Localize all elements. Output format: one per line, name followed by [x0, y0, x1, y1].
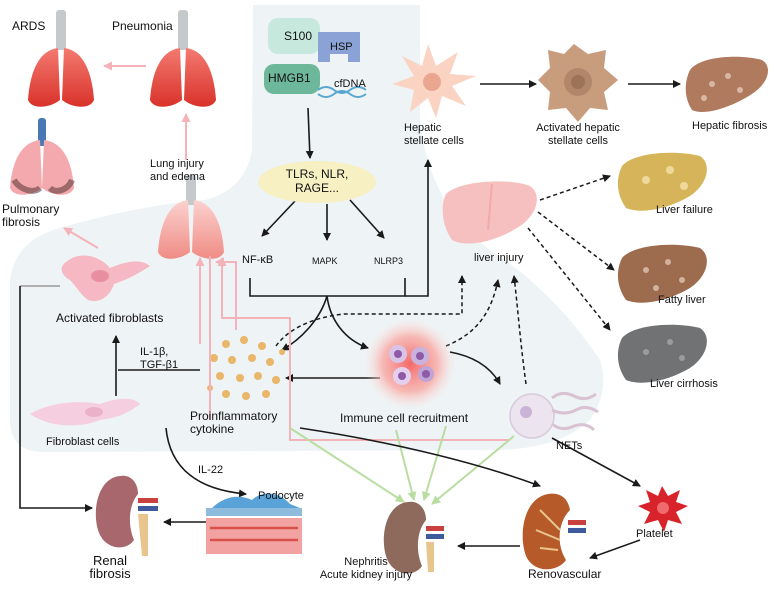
il22-label: IL-22 [198, 464, 224, 476]
fibroblast-cell-icon [30, 398, 140, 426]
pneumonia-label: Pneumonia [112, 19, 173, 33]
renal-fibrosis-kidney-icon [95, 475, 158, 556]
activated-fibroblasts-label: Activated fibroblasts [56, 311, 164, 325]
pulmonary-fibrosis-label: Pulmonary fibrosis [2, 202, 60, 229]
background-panel [10, 5, 604, 452]
il1b-tgfb1-label: IL-1β, TGF-β1 [140, 346, 179, 371]
pulmonary-fibrosis-lungs-icon [10, 118, 75, 195]
hmgb1-label: HMGB1 [268, 71, 311, 85]
arrow-immune-to-liver-injury [445, 279, 501, 347]
activated-hepatic-stellate-cell-icon [538, 44, 618, 122]
liver-cirrhosis-icon [617, 324, 707, 383]
liver-injury-label: liver injury [474, 252, 524, 264]
podocyte-icon [206, 493, 302, 554]
arrow-fibroblast-to-renal-fibrosis [19, 286, 93, 512]
arrow-to-fatty-liver [537, 211, 615, 271]
arrow-nets-to-platelet [551, 437, 641, 487]
fatty-liver-icon [617, 244, 707, 303]
arrow-platelet-to-renovascular [589, 539, 641, 560]
arrow-cytokine-to-liver-injury [275, 275, 466, 347]
arrow-nets-to-liver-injury [510, 275, 527, 385]
arrow-to-nlrp3 [349, 199, 385, 239]
s100-label: S100 [284, 29, 313, 43]
platelet-icon [638, 486, 688, 532]
arrow-nets-to-lung [217, 257, 510, 441]
receptors-pill: TLRs, NLR, RAGE... [258, 161, 376, 203]
pneumonia-lungs-icon [150, 10, 216, 107]
arrow-cytokine-to-nephritis [289, 427, 405, 503]
hsp-label: HSP [330, 41, 353, 53]
renal-fibrosis-label: Renal fibrosis [89, 553, 131, 581]
arrow-nets-to-nephritis [431, 435, 515, 505]
central-liver-icon [442, 181, 537, 244]
lung-injury-lungs-icon [158, 175, 224, 259]
renovascular-kidney-icon [522, 493, 586, 570]
arrow-immune-to-nephritis-2 [421, 425, 447, 501]
ards-lungs-icon [28, 10, 94, 107]
fatty-liver-label: Fatty liver [658, 294, 706, 306]
nets-icon [509, 391, 599, 439]
activated-fibroblast-icon [61, 255, 150, 302]
activated-hepatic-stellate-label: Activated hepatic stellate cells [536, 122, 620, 147]
immune-cell-recruitment-label: Immune cell recruitment [340, 411, 469, 425]
nephritis-label: Nephritis Acute kidney injury [319, 556, 413, 581]
hepatic-fibrosis-liver-icon [685, 56, 768, 113]
fibroblast-cells-label: Fibroblast cells [46, 436, 120, 448]
hepatic-stellate-label: Hepatic stellate cells [404, 122, 464, 147]
receptors-label: TLRs, NLR, RAGE... [285, 167, 349, 195]
cfdna-label: cfDNA [334, 78, 366, 90]
arrow-il22-to-podocyte [165, 427, 247, 498]
liver-cirrhosis-label: Liver cirrhosis [650, 378, 718, 390]
arrow-to-nfkb [261, 199, 297, 237]
arrow-to-pulmonary-fibrosis [63, 227, 99, 249]
proinflammatory-cytokine-label: Proinflammatory cytokine [190, 409, 278, 436]
damps-cluster [264, 18, 367, 98]
ards-label: ARDS [12, 19, 46, 33]
arrow-immune-to-nets [449, 351, 501, 385]
liver-failure-icon [617, 152, 707, 211]
nlrp3-label: NLRP3 [374, 256, 404, 266]
podocyte-label: Podocyte [258, 490, 304, 502]
arrow-to-immune [326, 295, 369, 350]
arrow-to-hepatic-stellate [405, 159, 432, 297]
platelet-label: Platelet [636, 528, 673, 540]
arrow-damps-to-receptors [305, 107, 314, 159]
mapk-label: MAPK [312, 256, 338, 266]
renovascular-label: Renovascular [528, 567, 602, 581]
hepatic-fibrosis-label: Hepatic fibrosis [692, 120, 768, 132]
arrow-cytokine-to-renovascular [299, 427, 541, 488]
lung-injury-label: Lung injury and edema [150, 158, 206, 183]
nephritis-kidney-icon [383, 501, 444, 574]
hepatic-stellate-cell-icon [392, 44, 476, 118]
nfkb-label: NF-κB [242, 254, 274, 266]
nets-label: NETs [556, 440, 583, 452]
immune-cell-cluster [364, 318, 456, 410]
arrow-to-liver-failure [539, 174, 611, 201]
arrow-to-cirrhosis [527, 227, 611, 331]
liver-failure-label: Liver failure [656, 204, 713, 216]
cytokine-dots [207, 336, 285, 400]
arrow-immune-to-nephritis [395, 429, 417, 501]
arrow-to-cytokine [281, 295, 328, 351]
